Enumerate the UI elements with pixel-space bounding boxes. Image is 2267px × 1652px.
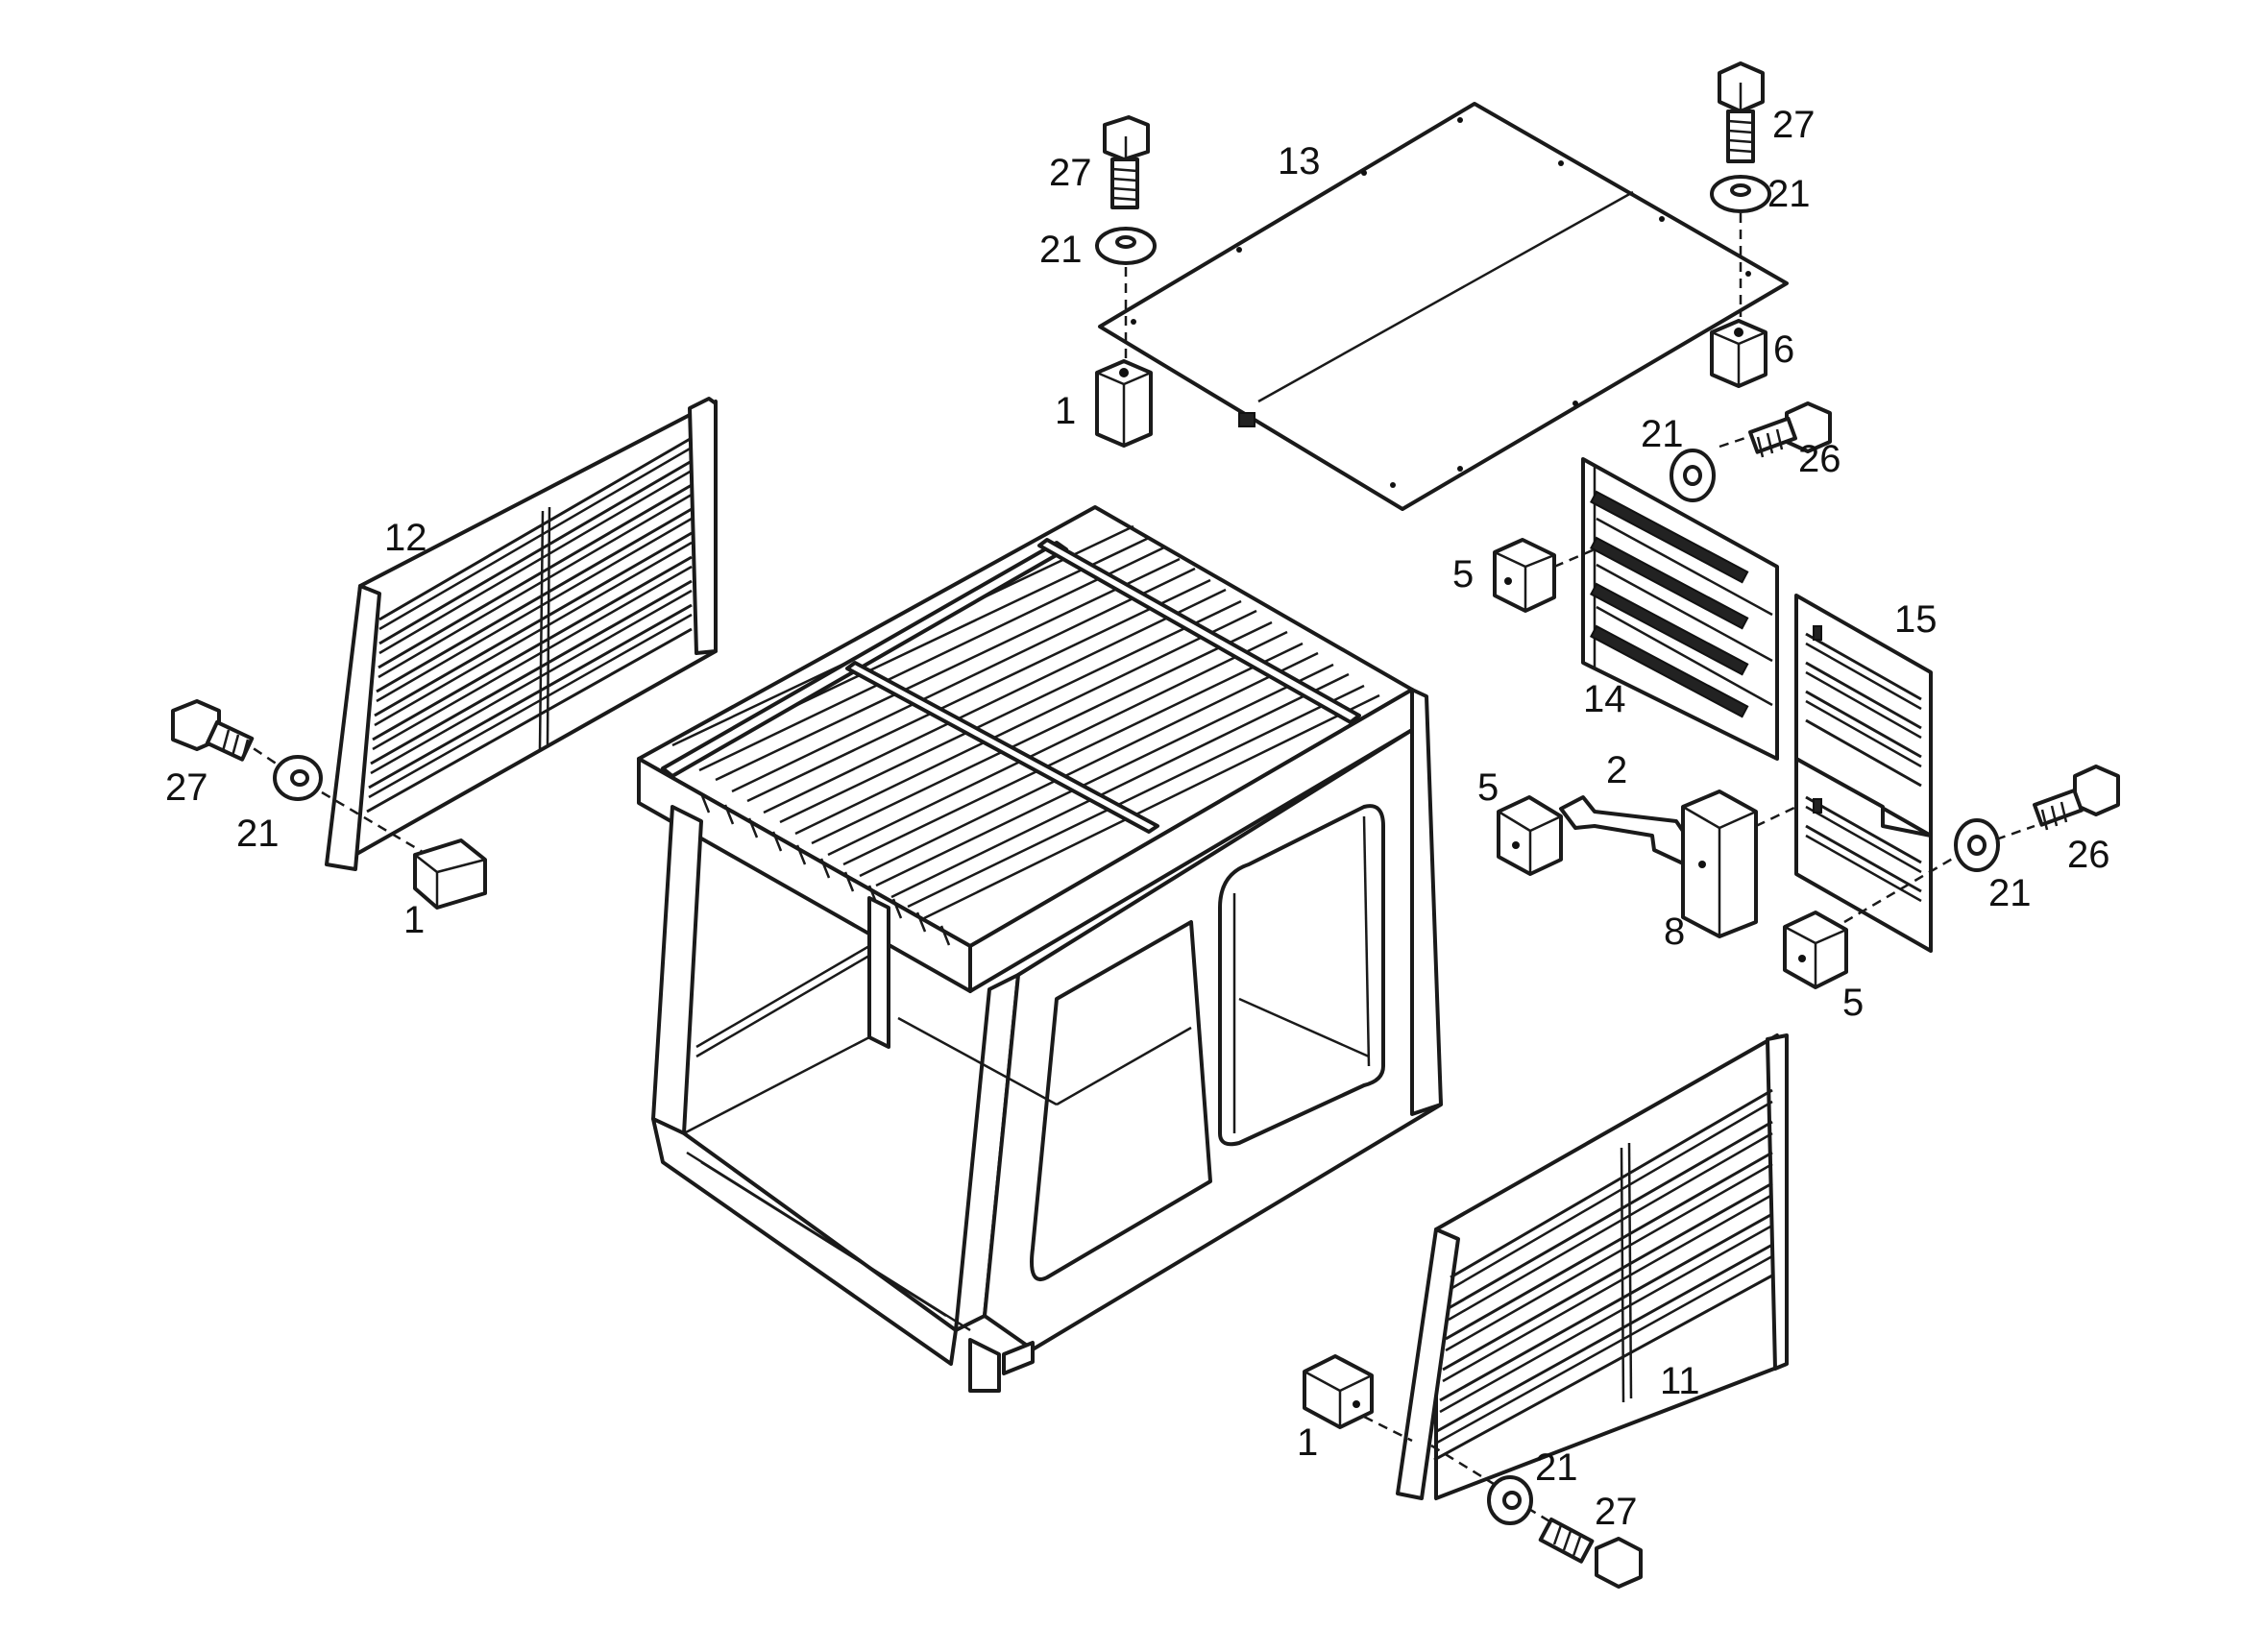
callout-27-front: 27 bbox=[1595, 1491, 1638, 1533]
rubber-block-1-front bbox=[1303, 1354, 1374, 1429]
cab-frame bbox=[637, 505, 1443, 1393]
bolt-26-upper bbox=[1747, 401, 1832, 458]
bolt-27-front bbox=[1538, 1518, 1643, 1589]
callout-27-top-left: 27 bbox=[1049, 152, 1092, 194]
callout-21-top-left: 21 bbox=[1039, 229, 1083, 271]
washer-21-top-right bbox=[1710, 175, 1771, 213]
callout-13: 13 bbox=[1278, 140, 1321, 182]
callout-14: 14 bbox=[1583, 678, 1626, 720]
callout-1-top: 1 bbox=[1055, 390, 1077, 432]
rubber-block-1-left bbox=[413, 838, 487, 910]
callout-12: 12 bbox=[384, 517, 427, 559]
left-grille-12 bbox=[325, 397, 718, 871]
front-grille-11 bbox=[1396, 1033, 1789, 1500]
callout-1-left: 1 bbox=[403, 899, 426, 941]
rubber-block-5-upper bbox=[1493, 538, 1556, 613]
washer-21-left bbox=[273, 755, 323, 801]
callout-5-upper: 5 bbox=[1452, 553, 1475, 595]
front-grille-louvers bbox=[1433, 1088, 1773, 1462]
rubber-block-6 bbox=[1710, 319, 1767, 388]
rubber-block-5-lower bbox=[1783, 911, 1848, 989]
washer-21-right-lower bbox=[1954, 818, 2000, 872]
callout-5-middle: 5 bbox=[1477, 766, 1499, 809]
washer-21-right-upper bbox=[1670, 449, 1716, 502]
callout-1-front: 1 bbox=[1297, 1421, 1319, 1464]
callout-27-left: 27 bbox=[165, 766, 208, 809]
callout-11: 11 bbox=[1660, 1360, 1700, 1402]
callout-21-front: 21 bbox=[1535, 1446, 1578, 1489]
callout-21-top-right: 21 bbox=[1767, 173, 1811, 215]
callout-6: 6 bbox=[1773, 328, 1795, 371]
rubber-block-1-top bbox=[1095, 359, 1153, 448]
callout-2: 2 bbox=[1606, 749, 1628, 791]
callout-15: 15 bbox=[1894, 598, 1938, 641]
callout-27-top-right: 27 bbox=[1772, 104, 1816, 146]
callout-21-left: 21 bbox=[236, 813, 280, 855]
washer-21-front bbox=[1487, 1475, 1533, 1525]
callout-8: 8 bbox=[1664, 911, 1686, 953]
callout-26-lower: 26 bbox=[2067, 834, 2110, 876]
side-panel-14 bbox=[1581, 457, 1779, 761]
callout-21-right-lower: 21 bbox=[1988, 872, 2032, 914]
bolt-26-lower bbox=[2033, 765, 2120, 831]
washer-21-top-left bbox=[1095, 227, 1157, 265]
callout-26-upper: 26 bbox=[1798, 438, 1841, 480]
left-grille-louvers bbox=[366, 436, 693, 814]
callout-5-lower: 5 bbox=[1842, 982, 1865, 1024]
bolt-27-left bbox=[171, 699, 255, 762]
rubber-block-5-middle bbox=[1497, 795, 1563, 876]
callout-21-right-upper: 21 bbox=[1641, 413, 1684, 455]
rubber-block-8 bbox=[1681, 790, 1758, 938]
panel-14-louvers bbox=[1590, 490, 1773, 718]
panel-15-louvers bbox=[1805, 632, 1922, 903]
side-panel-15 bbox=[1794, 594, 1933, 953]
front-louver-teeth bbox=[699, 792, 951, 946]
bolt-27-top-left bbox=[1103, 115, 1150, 209]
bolt-27-top-right bbox=[1718, 61, 1765, 163]
roof-panel-13 bbox=[1098, 102, 1789, 511]
